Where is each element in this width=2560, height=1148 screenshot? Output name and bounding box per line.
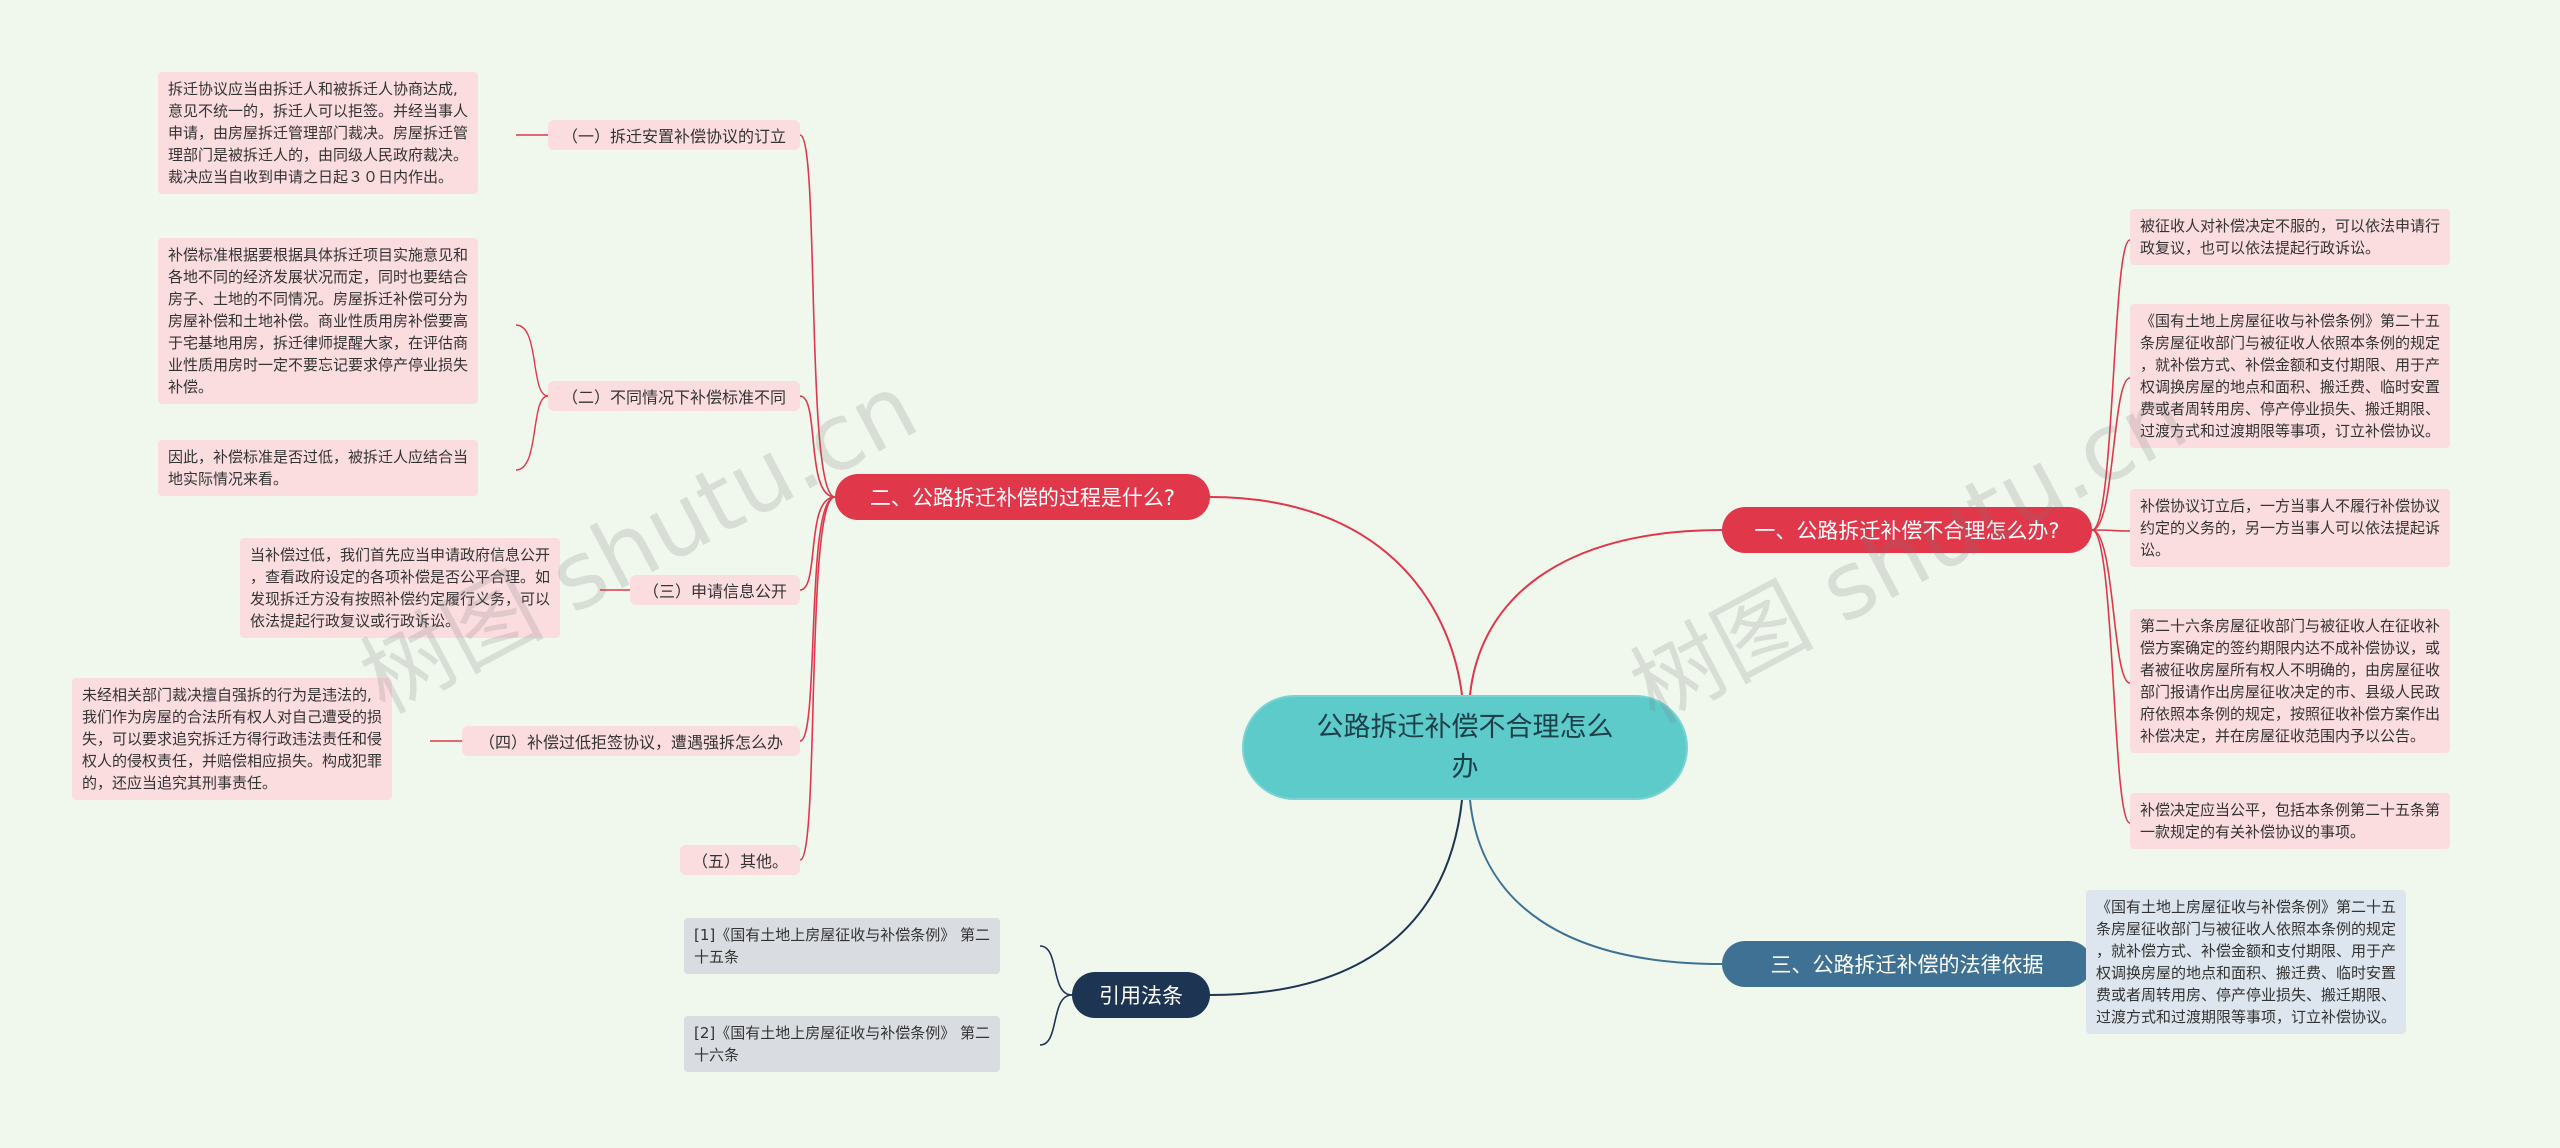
b2-leaf-2-line: 于宅基地用房，拆迁律师提醒大家，在评估商 <box>168 334 469 352</box>
b2-leaf-5-line: 的，还应当追究其刑事责任。 <box>82 774 278 792</box>
b2-leaf-2-line: 业性质用房时一定不要忘记要求停产停业损失 <box>168 356 469 374</box>
b2-leaf-2[interactable]: 补偿标准根据要根据具体拆迁项目实施意见和 各地不同的经济发展状况而定，同时也要结… <box>158 238 479 404</box>
b1-leaf-5-line: 补偿决定应当公平，包括本条例第二十五条第 <box>2140 801 2441 819</box>
b1-leaf-4-line: 者被征收房屋所有权人不明确的，由房屋征收 <box>2140 661 2441 679</box>
b1-leaf-1-line: 政复议，也可以依法提起行政诉讼。 <box>2140 239 2381 257</box>
b3-leaf-1-line: 条房屋征收部门与被征收人依照本条例的规定 <box>2096 920 2397 938</box>
b1-leaf-2-line: ，就补偿方式、补偿金额和支付期限、用于产 <box>2140 356 2441 374</box>
b2-leaf-2-line: 补偿。 <box>168 378 214 396</box>
branch-3[interactable]: 三、公路拆迁补偿的法律依据 <box>1722 941 2092 987</box>
b2-leaf-2-line: 房子、土地的不同情况。房屋拆迁补偿可分为 <box>168 290 469 308</box>
b2-leaf-5[interactable]: 未经相关部门裁决擅自强拆的行为是违法的, 我们作为房屋的合法所有权人对自己遭受的… <box>72 678 393 800</box>
b4-leaf-1-line: [1]《国有土地上房屋征收与补偿条例》 第二 <box>694 926 991 944</box>
b2-leaf-4-line: 当补偿过低，我们首先应当申请政府信息公开 <box>250 546 551 564</box>
branch-2-label: 二、公路拆迁补偿的过程是什么? <box>869 486 1176 510</box>
b2-leaf-5-line: 失，可以要求追究拆迁方得行政违法责任和侵 <box>82 730 383 748</box>
b2-sub-5-label: （五）其他。 <box>691 852 788 871</box>
root-label: 公路拆迁补偿不合理怎么 办 <box>1317 708 1614 788</box>
b2-leaf-1-line: 裁决应当自收到申请之日起３０日内作出。 <box>168 168 454 186</box>
b3-leaf-1-line: 《国有土地上房屋征收与补偿条例》第二十五 <box>2096 898 2397 916</box>
b2-leaf-1[interactable]: 拆迁协议应当由拆迁人和被拆迁人协商达成, 意见不统一的，拆迁人可以拒签。并经当事… <box>158 72 479 194</box>
b1-leaf-4-line: 第二十六条房屋征收部门与被征收人在征收补 <box>2140 617 2441 635</box>
b2-leaf-1-line: 意见不统一的，拆迁人可以拒签。并经当事人 <box>168 102 469 120</box>
b2-leaf-3-line: 地实际情况来看。 <box>168 470 289 488</box>
b1-leaf-1-line: 被征收人对补偿决定不服的，可以依法申请行 <box>2140 217 2441 235</box>
branch-4[interactable]: 引用法条 <box>1072 972 1210 1018</box>
b4-leaf-1[interactable]: [1]《国有土地上房屋征收与补偿条例》 第二 十五条 <box>684 918 1001 974</box>
b1-leaf-3-line: 约定的义务的，另一方当事人可以依法提起诉 <box>2140 519 2441 537</box>
b2-leaf-3-line: 因此，补偿标准是否过低，被拆迁人应结合当 <box>168 448 469 466</box>
b2-leaf-2-line: 各地不同的经济发展状况而定，同时也要结合 <box>168 268 469 286</box>
b2-sub-3-label: （三）申请信息公开 <box>642 582 787 601</box>
b2-sub-2[interactable]: （二）不同情况下补偿标准不同 <box>548 381 800 411</box>
b4-leaf-2-line: [2]《国有土地上房屋征收与补偿条例》 第二 <box>694 1024 991 1042</box>
b3-leaf-1-line: 权调换房屋的地点和面积、搬迁费、临时安置 <box>2096 964 2397 982</box>
b3-leaf-1-line: 过渡方式和过渡期限等事项，订立补偿协议。 <box>2096 1008 2397 1026</box>
b1-leaf-2-line: 条房屋征收部门与被征收人依照本条例的规定 <box>2140 334 2441 352</box>
b2-leaf-5-line: 未经相关部门裁决擅自强拆的行为是违法的, <box>82 686 372 704</box>
b1-leaf-2-line: 《国有土地上房屋征收与补偿条例》第二十五 <box>2140 312 2441 330</box>
b1-leaf-2[interactable]: 《国有土地上房屋征收与补偿条例》第二十五 条房屋征收部门与被征收人依照本条例的规… <box>2130 304 2451 448</box>
b1-leaf-4-line: 部门报请作出房屋征收决定的市、县级人民政 <box>2140 683 2441 701</box>
b1-leaf-4-line: 补偿决定，并在房屋征收范围内予以公告。 <box>2140 727 2426 745</box>
root-line-2: 办 <box>1451 751 1479 783</box>
b2-leaf-3[interactable]: 因此，补偿标准是否过低，被拆迁人应结合当 地实际情况来看。 <box>158 440 479 496</box>
link-root-b2 <box>1209 496 1463 696</box>
b1-leaf-2-line: 费或者周转用房、停产停业损失、搬迁期限、 <box>2140 400 2441 418</box>
b4-leaf-2[interactable]: [2]《国有土地上房屋征收与补偿条例》 第二 十六条 <box>684 1016 1001 1072</box>
b1-leaf-4[interactable]: 第二十六条房屋征收部门与被征收人在征收补 偿方案确定的签约期限内达不成补偿协议，… <box>2130 609 2451 753</box>
b2-sub-5[interactable]: （五）其他。 <box>680 845 800 875</box>
b2-leaf-4-line: 发现拆迁方没有按照补偿约定履行义务，可以 <box>250 590 551 608</box>
b2-leaf-2-line: 房屋补偿和土地补偿。商业性质用房补偿要高 <box>168 312 469 330</box>
b2-leaf-1-line: 拆迁协议应当由拆迁人和被拆迁人协商达成, <box>168 80 458 98</box>
b2-leaf-4-line: ，查看政府设定的各项补偿是否公平合理。如 <box>250 568 551 586</box>
branch-3-label: 三、公路拆迁补偿的法律依据 <box>1770 953 2044 977</box>
b2-leaf-1-line: 理部门是被拆迁人的，由同级人民政府裁决。 <box>168 146 469 164</box>
b2-sub-2-label: （二）不同情况下补偿标准不同 <box>561 388 786 407</box>
link-root-b1 <box>1469 529 1723 696</box>
b1-leaf-5-line: 一款规定的有关补偿协议的事项。 <box>2140 823 2366 841</box>
b2-leaf-1-line: 申请，由房屋拆迁管理部门裁决。房屋拆迁管 <box>168 124 469 142</box>
b1-leaf-3-line: 讼。 <box>2140 541 2171 559</box>
b1-leaf-5[interactable]: 补偿决定应当公平，包括本条例第二十五条第 一款规定的有关补偿协议的事项。 <box>2130 793 2451 849</box>
b1-leaf-3-line: 补偿协议订立后，一方当事人不履行补偿协议 <box>2140 497 2441 515</box>
b2-leaf-4[interactable]: 当补偿过低，我们首先应当申请政府信息公开 ，查看政府设定的各项补偿是否公平合理。… <box>240 538 561 638</box>
b2-sub-1[interactable]: （一）拆迁安置补偿协议的订立 <box>548 120 800 150</box>
b2-sub-3[interactable]: （三）申请信息公开 <box>630 575 800 605</box>
b1-leaf-3[interactable]: 补偿协议订立后，一方当事人不履行补偿协议 约定的义务的，另一方当事人可以依法提起… <box>2130 489 2451 567</box>
b4-leaf-2-line: 十六条 <box>694 1046 740 1064</box>
link-root-b4 <box>1209 799 1463 996</box>
b1-leaf-4-line: 府依照本条例的规定，按照征收补偿方案作出 <box>2140 705 2441 723</box>
branch-2[interactable]: 二、公路拆迁补偿的过程是什么? <box>835 474 1210 520</box>
b2-sub-4-label: （四）补偿过低拒签协议，遭遇强拆怎么办 <box>478 733 783 752</box>
root-topic[interactable]: 公路拆迁补偿不合理怎么 办 <box>1242 695 1688 800</box>
b2-leaf-5-line: 权人的侵权责任，并赔偿相应损失。构成犯罪 <box>82 752 383 770</box>
root-line-1: 公路拆迁补偿不合理怎么 <box>1316 711 1614 743</box>
link-root-b3 <box>1469 799 1723 965</box>
b2-leaf-4-line: 依法提起行政复议或行政诉讼。 <box>250 612 461 630</box>
branch-1[interactable]: 一、公路拆迁补偿不合理怎么办? <box>1722 507 2092 553</box>
b1-leaf-2-line: 过渡方式和过渡期限等事项，订立补偿协议。 <box>2140 422 2441 440</box>
b3-leaf-1-line: 费或者周转用房、停产停业损失、搬迁期限、 <box>2096 986 2397 1004</box>
b3-leaf-1[interactable]: 《国有土地上房屋征收与补偿条例》第二十五 条房屋征收部门与被征收人依照本条例的规… <box>2086 890 2407 1034</box>
b2-leaf-5-line: 我们作为房屋的合法所有权人对自己遭受的损 <box>82 708 383 726</box>
b1-leaf-4-line: 偿方案确定的签约期限内达不成补偿协议，或 <box>2140 639 2441 657</box>
branch-1-label: 一、公路拆迁补偿不合理怎么办? <box>1754 519 2060 543</box>
b3-leaf-1-line: ，就补偿方式、补偿金额和支付期限、用于产 <box>2096 942 2397 960</box>
branch-4-label: 引用法条 <box>1099 984 1183 1008</box>
b2-sub-4[interactable]: （四）补偿过低拒签协议，遭遇强拆怎么办 <box>462 726 800 756</box>
b2-leaf-2-line: 补偿标准根据要根据具体拆迁项目实施意见和 <box>168 246 469 264</box>
b2-sub-1-label: （一）拆迁安置补偿协议的订立 <box>561 127 786 146</box>
b1-leaf-1[interactable]: 被征收人对补偿决定不服的，可以依法申请行 政复议，也可以依法提起行政诉讼。 <box>2130 209 2451 265</box>
b4-leaf-1-line: 十五条 <box>694 948 740 966</box>
b1-leaf-2-line: 权调换房屋的地点和面积、搬迁费、临时安置 <box>2140 378 2441 396</box>
